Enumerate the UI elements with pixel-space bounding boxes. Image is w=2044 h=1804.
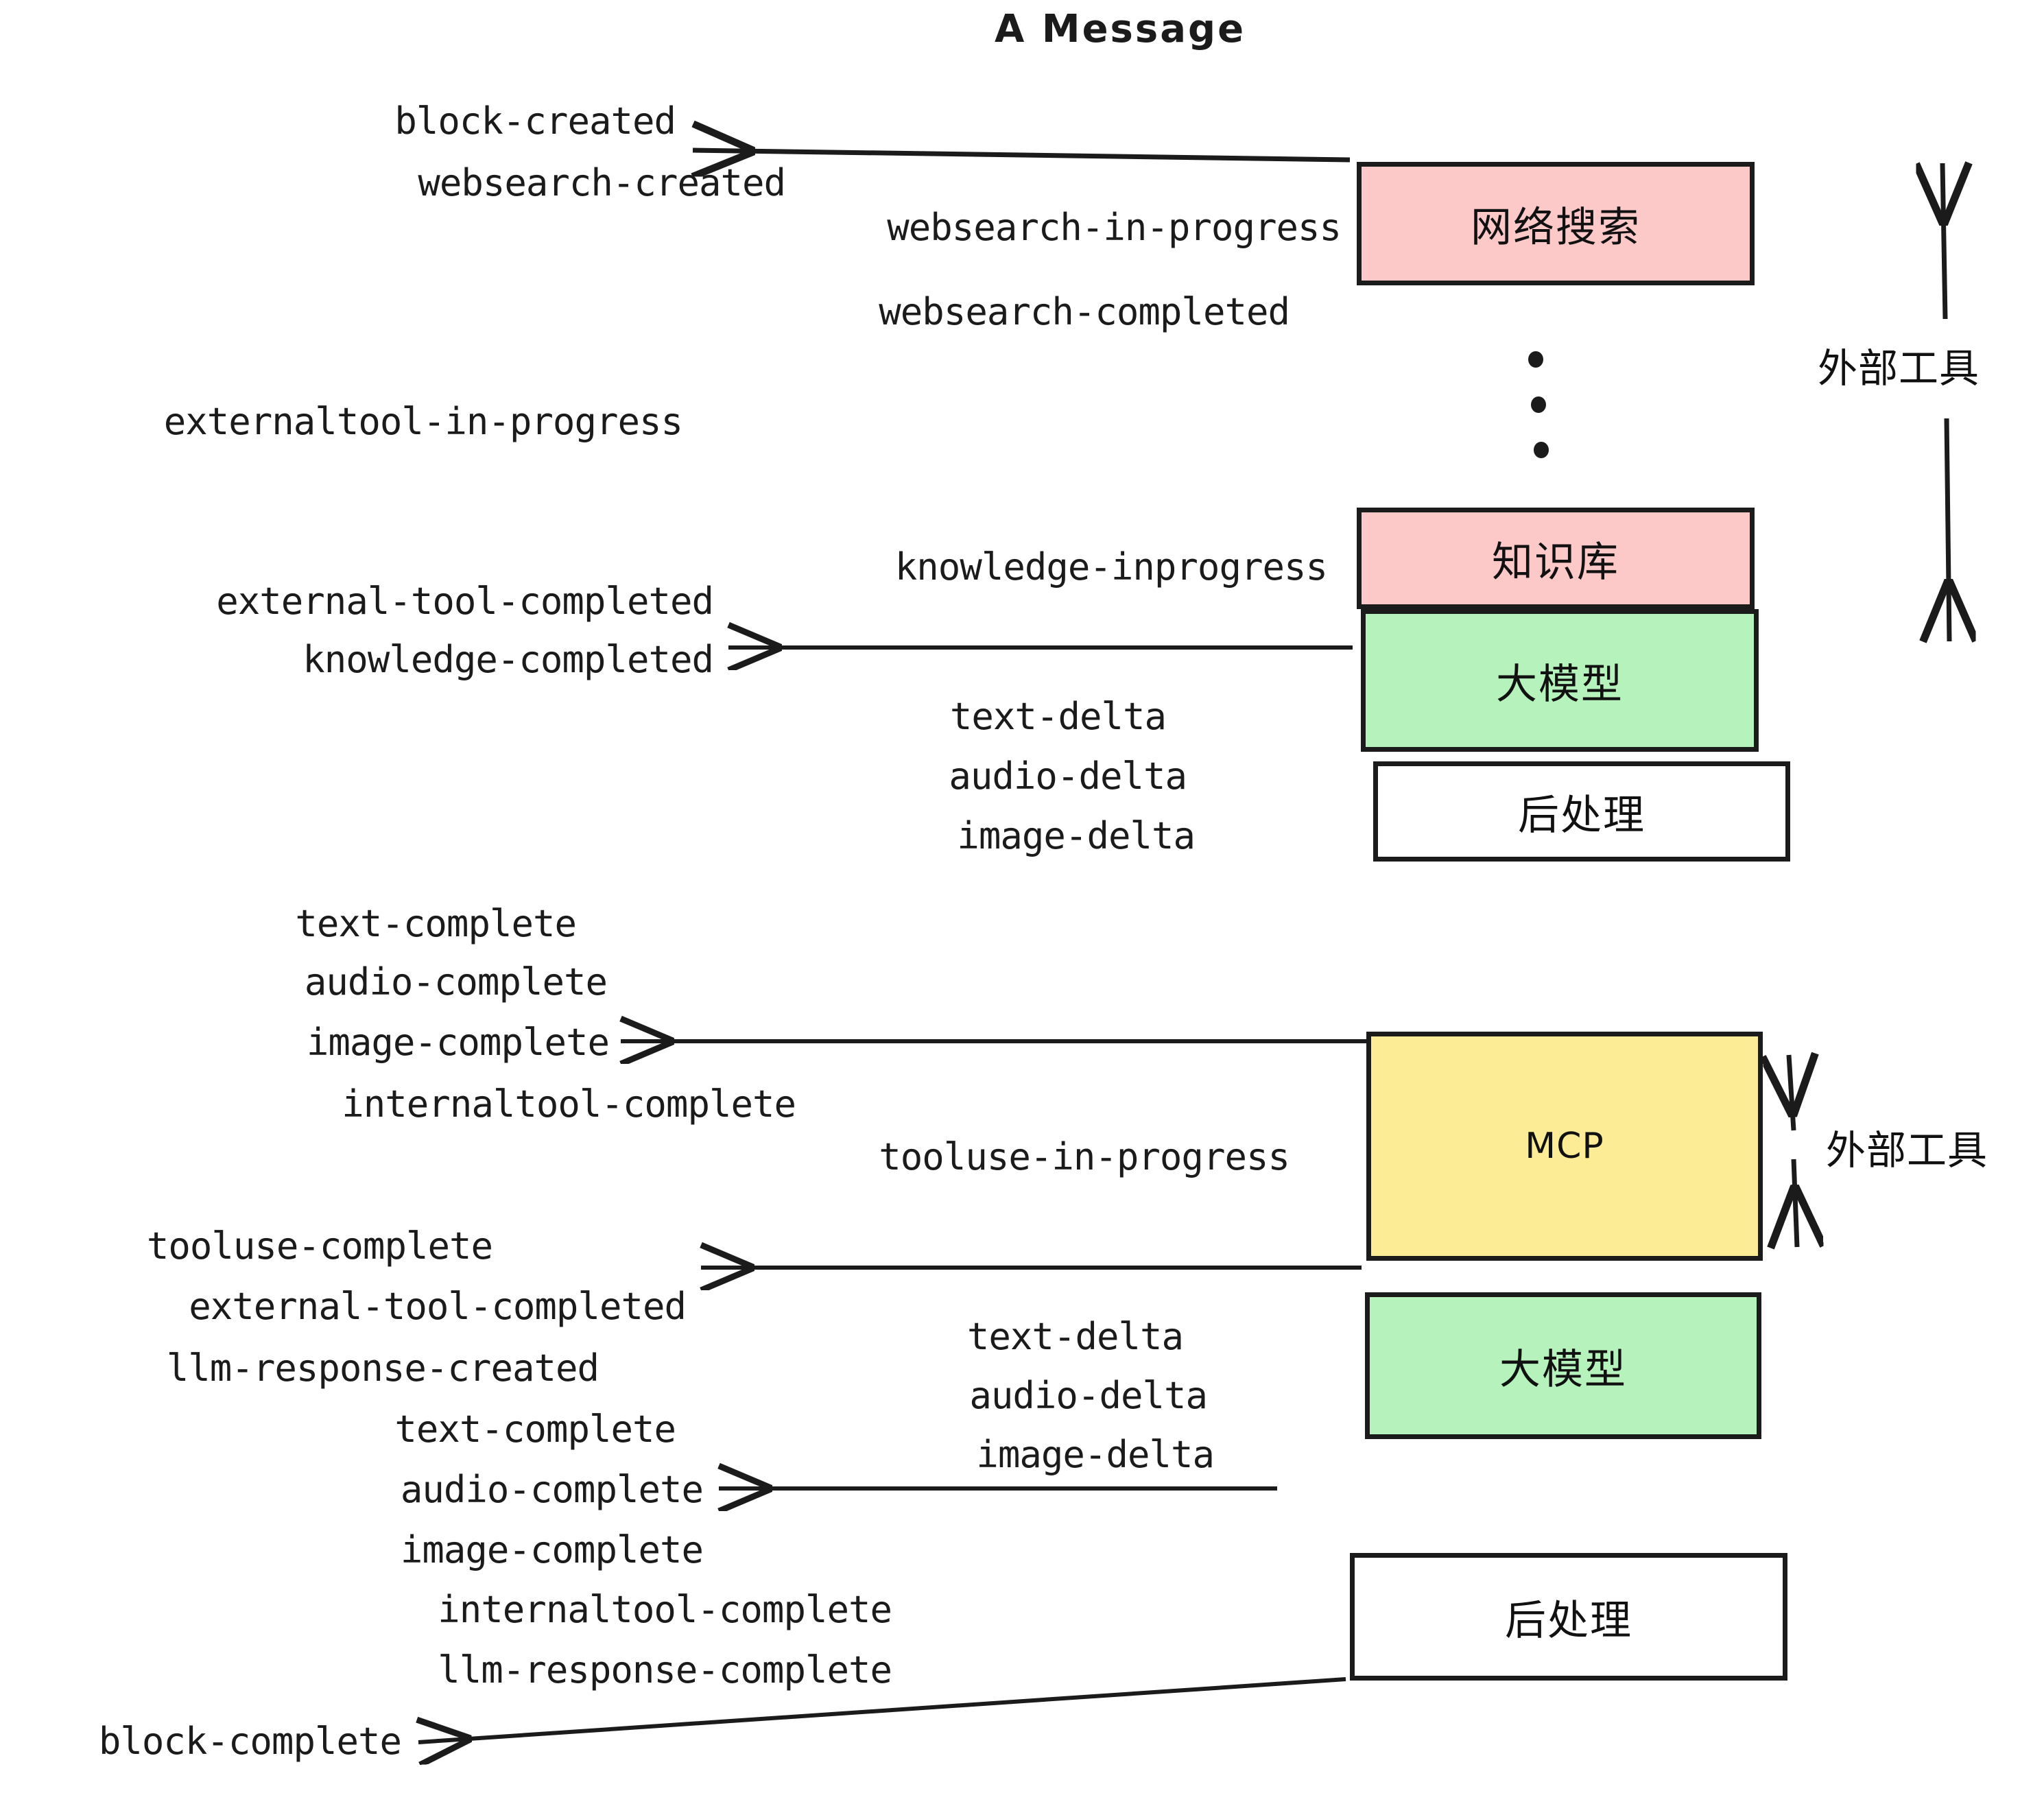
event-tooluse-in-progress: tooluse-in-progress (879, 1135, 1290, 1178)
external-tools-label-lower: 外部工具 (1826, 1127, 1988, 1174)
event-text-delta-1: text-delta (949, 695, 1167, 738)
event-image-delta-1: image-delta (957, 814, 1196, 857)
event-internaltool-complete-1: internaltool-complete (342, 1082, 796, 1126)
event-externaltool-in-progress: externaltool-in-progress (163, 400, 683, 443)
event-tooluse-complete: tooluse-complete (146, 1224, 493, 1268)
arrow-external-tools-down-2 (1794, 1159, 1797, 1247)
box-llm-upper: 大模型 (1361, 609, 1759, 752)
arrow-external-tools-up-2 (1789, 1055, 1794, 1131)
ellipsis-dot (1531, 396, 1546, 413)
arrow-external-tools-up (1942, 163, 1945, 320)
event-image-complete-1: image-complete (306, 1021, 610, 1064)
event-external-tool-completed-1: external-tool-completed (216, 580, 714, 623)
arrow-websearch-to-block-created (693, 150, 1351, 160)
event-websearch-completed: websearch-completed (879, 290, 1290, 333)
event-text-delta-2: text-delta (966, 1315, 1184, 1358)
ellipsis-dot (1534, 442, 1549, 458)
arrow-external-tools-down (1947, 418, 1949, 641)
event-websearch-in-progress: websearch-in-progress (887, 206, 1342, 249)
event-audio-complete-1: audio-complete (304, 960, 608, 1004)
box-knowledge-label: 知识库 (1492, 538, 1619, 586)
external-tools-label-upper: 外部工具 (1818, 345, 1980, 392)
event-image-delta-2: image-delta (976, 1433, 1215, 1476)
ellipsis-dot (1528, 351, 1543, 368)
box-postprocess-lower-label: 后处理 (1505, 1596, 1632, 1645)
box-websearch: 网络搜索 (1357, 162, 1755, 285)
event-websearch-created: websearch-created (418, 161, 786, 204)
box-llm-upper-label: 大模型 (1496, 660, 1624, 709)
box-knowledge: 知识库 (1357, 508, 1755, 609)
event-text-complete-1: text-complete (295, 902, 577, 945)
event-llm-response-complete: llm-response-complete (438, 1648, 892, 1692)
box-llm-lower: 大模型 (1365, 1292, 1761, 1439)
event-knowledge-inprogress: knowledge-inprogress (894, 545, 1328, 589)
event-text-complete-2: text-complete (394, 1408, 676, 1451)
event-external-tool-completed-2: external-tool-completed (189, 1285, 687, 1328)
event-internaltool-complete-2: internaltool-complete (438, 1588, 892, 1631)
event-block-created: block-created (394, 99, 676, 143)
box-postprocess-lower: 后处理 (1350, 1553, 1787, 1681)
box-websearch-label: 网络搜索 (1471, 203, 1641, 252)
box-mcp-label: MCP (1525, 1126, 1604, 1167)
event-llm-response-created: llm-response-created (166, 1346, 599, 1390)
event-image-complete-2: image-complete (400, 1528, 704, 1571)
box-postprocess-upper: 后处理 (1373, 761, 1790, 862)
box-postprocess-upper-label: 后处理 (1518, 791, 1645, 840)
event-block-complete: block-complete (98, 1720, 402, 1763)
event-audio-delta-1: audio-delta (949, 755, 1187, 798)
event-knowledge-completed: knowledge-completed (302, 638, 714, 681)
box-llm-lower-label: 大模型 (1499, 1345, 1627, 1394)
event-audio-delta-2: audio-delta (969, 1374, 1208, 1417)
page-title: A Message (995, 7, 1246, 51)
box-mcp: MCP (1366, 1032, 1763, 1261)
event-audio-complete-2: audio-complete (400, 1468, 704, 1511)
